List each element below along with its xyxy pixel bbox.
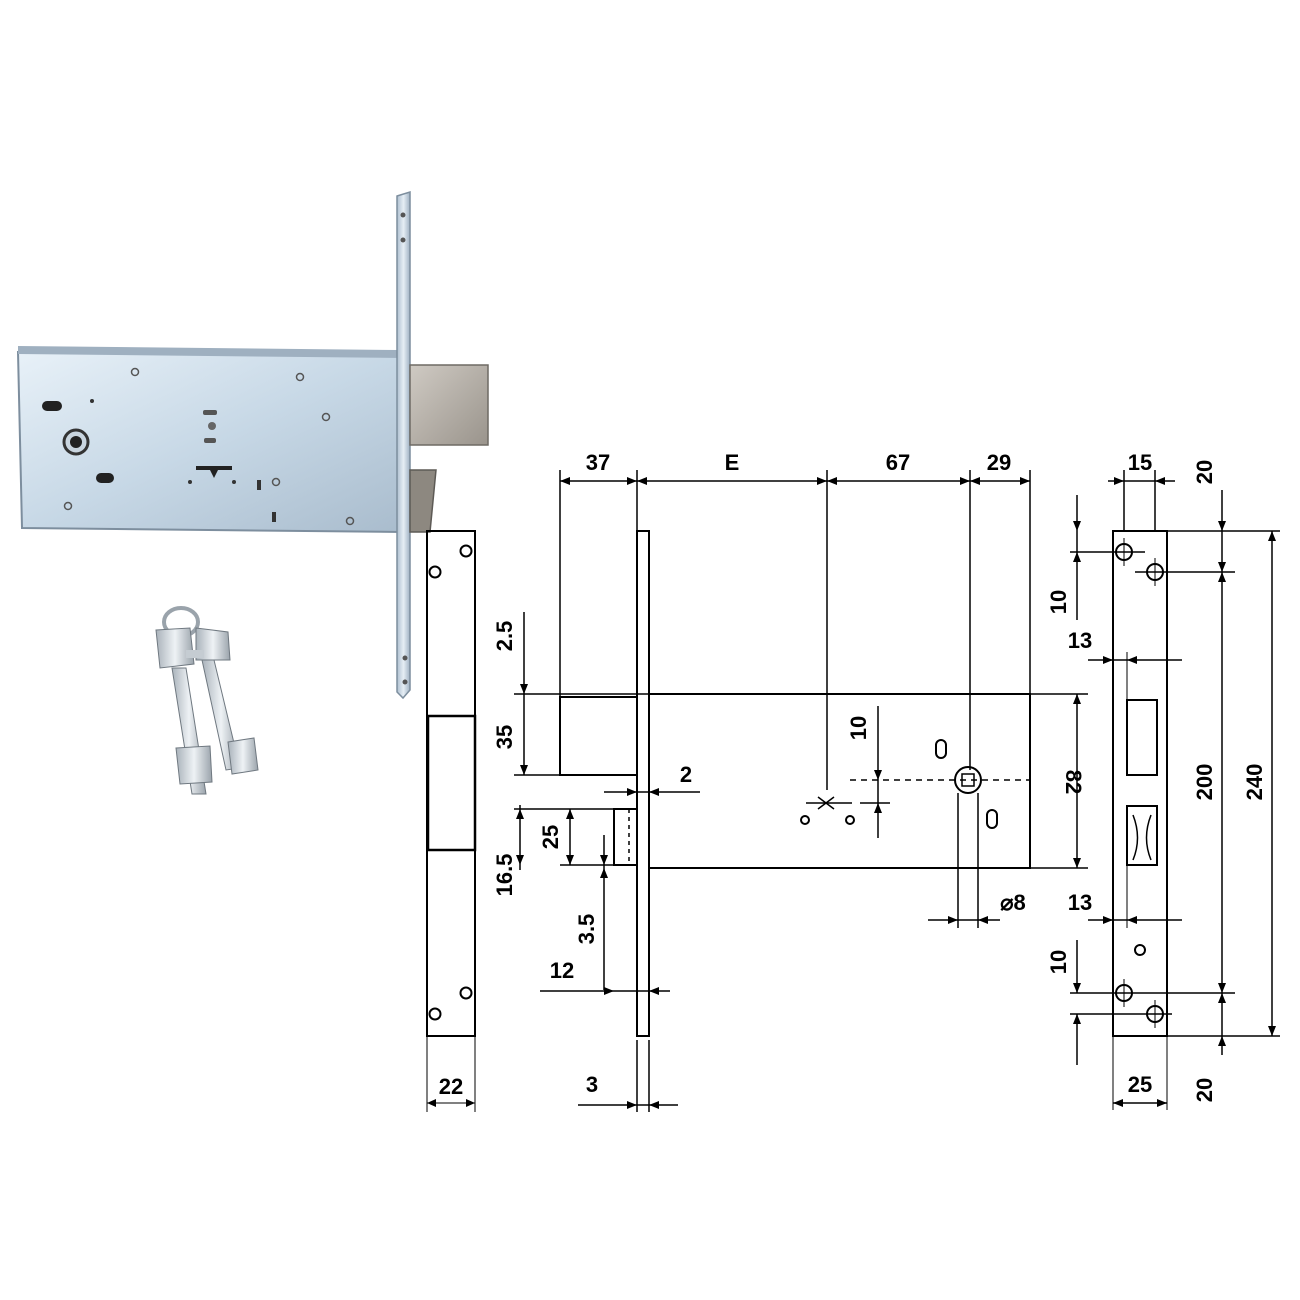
dim-right-13-top: 13 (1068, 628, 1092, 653)
dim-faceplate-22: 22 (439, 1074, 463, 1099)
latch-bolt (409, 469, 437, 533)
dim-right-10-top: 10 (1046, 590, 1071, 614)
dim-top-37: 37 (586, 450, 610, 475)
dim-right-15: 15 (1128, 450, 1152, 475)
front-dim-arrows (1073, 477, 1276, 1107)
dim-right-10-bottom: 10 (1046, 950, 1071, 974)
dim-left-35: 35 (492, 725, 517, 749)
dim-right-20-bottom: 20 (1192, 1078, 1217, 1102)
dim-left-2-5: 2.5 (492, 621, 517, 652)
side-view-drawing (514, 470, 1088, 1112)
dim-top-E: E (725, 450, 740, 475)
dim-body-82: 82 (1061, 770, 1086, 794)
dim-right-240: 240 (1242, 764, 1267, 801)
front-view-drawing (1070, 470, 1280, 1110)
keys-photo (155, 606, 259, 795)
dim-left-25: 25 (538, 825, 563, 849)
dead-bolt (409, 364, 489, 446)
dim-left-16-5: 16.5 (492, 854, 517, 897)
lock-faceplate (396, 190, 411, 700)
lock-case-top-edge (18, 346, 402, 358)
dim-body-dia8: ⌀8 (1000, 890, 1025, 915)
dim-top-67: 67 (886, 450, 910, 475)
mortise-lock-photo (16, 190, 489, 700)
dim-right-13-bottom: 13 (1068, 890, 1092, 915)
dim-left-3-5: 3.5 (574, 914, 599, 945)
dim-body-2: 2 (680, 762, 692, 787)
dim-left-3: 3 (586, 1072, 598, 1097)
dim-right-25: 25 (1128, 1072, 1152, 1097)
faceplate-drawing (426, 530, 477, 1112)
dim-top-29: 29 (987, 450, 1011, 475)
dim-right-20-top: 20 (1192, 460, 1217, 484)
dim-body-10: 10 (846, 716, 871, 740)
dim-right-200: 200 (1192, 764, 1217, 801)
dim-left-12: 12 (550, 958, 574, 983)
top-dim-arrows (516, 477, 1081, 1109)
